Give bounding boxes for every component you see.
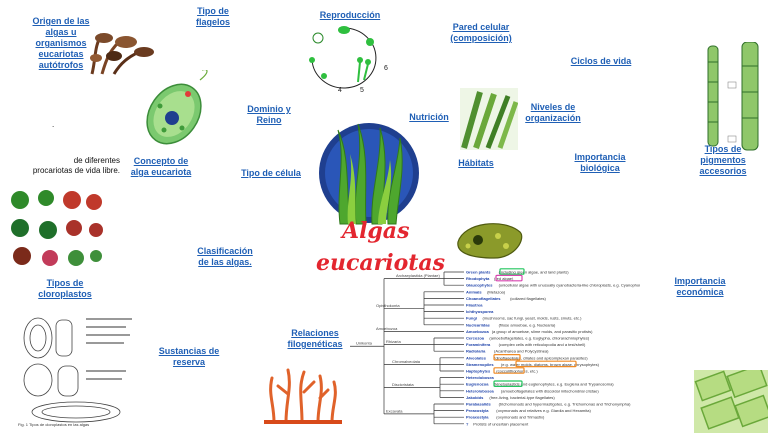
tree-taxon-label: Heterolobosea [466, 388, 495, 393]
tree-taxon-label: Alveolates [466, 355, 487, 360]
central-title-line2: eucariotas [316, 250, 446, 276]
tree-taxon-label: Stramenopiles [466, 362, 494, 367]
link-reproduccion[interactable]: Reproducción [319, 10, 381, 20]
tree-taxon-label: Parabasalids [466, 402, 491, 407]
tree-taxon-note: (free-living, bacterial-type flagellates… [489, 395, 555, 400]
tree-taxon-label: Radiolaria [466, 349, 486, 354]
tree-taxon-note: (coccolithophores, etc.) [496, 369, 538, 374]
nutrition-algae-image [460, 88, 518, 150]
chloroplast-caption: Fig. 1 Tipos de cloroplastos en las alga… [18, 422, 89, 427]
tree-taxon-label: Glaucophytes [466, 283, 493, 288]
prokaryote-note: de diferentes procariotas de vida libre. [32, 156, 120, 175]
link-concepto[interactable]: Concepto de alga eucariota [130, 156, 192, 177]
link-clasificacion[interactable]: Clasificación de las algas. [197, 246, 253, 267]
euglena-cell-image [146, 70, 208, 145]
tree-taxon-note: (amoeboflagellates, e.g. Euglypha, chlor… [489, 336, 590, 341]
tree-taxon-label: Rhodophyta [466, 276, 490, 281]
cycle-number-6: 6 [384, 65, 388, 72]
link-ciclos-vida[interactable]: Ciclos de vida [570, 56, 632, 66]
chloroplast-diagram-image: Fig. 1 Tipos de cloroplastos en las alga… [18, 317, 132, 427]
tree-taxon-note: (Acantharea and Polycystinea) [494, 349, 549, 354]
tree-highlight-box [493, 367, 525, 374]
tree-taxon-label: Jakobids [466, 395, 484, 400]
tree-taxon-label: Ichthyosporea [466, 309, 494, 314]
phylogenetic-tree: Green plants (including green algae, and … [350, 268, 640, 426]
tree-taxon-label: Preaxostyla [466, 415, 489, 420]
reproduction-cycle-image: 6 5 4 [309, 26, 388, 94]
tree-group-label: Excavata [386, 408, 403, 413]
tree-taxon-label: Cercozoa [466, 336, 485, 341]
tree-taxon-label: Animals [466, 289, 482, 294]
tree-taxon-note: (filose amoebae, e.g. Nuclearia) [499, 322, 556, 327]
tree-group-label: Amoebozoa [376, 326, 398, 331]
link-importancia-biologica[interactable]: Importancia biológica [574, 152, 626, 173]
tree-taxon-label: Choanoflagellates [466, 296, 501, 301]
tree-taxon-note: (Metazoa) [487, 289, 506, 294]
tree-taxon-label: Fungi [466, 316, 477, 321]
tree-taxon-label: Haptophytes [466, 369, 491, 374]
tree-taxon-note: (amoeboflagellates with discoidal mitoch… [501, 388, 599, 393]
tree-highlight-box [493, 380, 523, 388]
tree-taxon-note: (including green algae, and land plants) [499, 270, 570, 275]
tree-taxon-note: Protists of uncertain placement [473, 421, 529, 426]
stray-dot: . [52, 120, 55, 129]
link-origen[interactable]: Origen de las algas u organismos eucario… [32, 16, 90, 70]
link-niveles-organizacion[interactable]: Niveles de organización [525, 102, 581, 123]
link-habitats[interactable]: Hábitats [458, 158, 494, 168]
link-tipo-flagelos[interactable]: Tipo de flagelos [195, 6, 230, 27]
red-coral-algae-image [264, 368, 342, 424]
tree-group-label: Discicristata [392, 382, 414, 387]
tree-taxon-note: (dinoflagellates, ciliates and apicomple… [494, 355, 588, 360]
central-title-line1: Algas [342, 218, 410, 244]
tree-group-label: Chromalveolata [392, 359, 421, 364]
tree-taxon-label: Foraminifera [466, 342, 491, 347]
green-tissue-image [694, 370, 768, 433]
link-tipos-cloroplastos[interactable]: Tipos de cloroplastos [38, 278, 92, 299]
tree-taxon-note: (e.g. water molds, diatoms, brown algae,… [501, 362, 600, 367]
brown-algae-image [90, 33, 154, 75]
tree-highlight-box [493, 353, 521, 361]
tree-group-label: Opisthokonta [376, 303, 400, 308]
tree-taxon-note: (oxymonads and Trimastix) [496, 415, 545, 420]
link-sustancias-reserva[interactable]: Sustancias de reserva [158, 346, 220, 367]
filamentous-algae-image [707, 42, 759, 151]
tree-highlight-box [499, 268, 525, 275]
algae-samples-image [11, 190, 103, 266]
tree-taxon-note: (complex cells with reticulopodia and a … [499, 342, 586, 347]
cycle-number-4: 4 [338, 87, 342, 94]
tree-highlight-box [495, 274, 523, 282]
link-pigmentos[interactable]: Tipos de pigmentos accesorios [699, 144, 747, 176]
tree-taxon-note: (mushrooms, sac fungi, yeast, molds, rus… [483, 316, 583, 321]
tree-taxon-label: Green plants [466, 270, 491, 275]
euglena-blob-image [457, 223, 523, 259]
tree-taxon-label: Filastrea [466, 303, 483, 308]
tree-taxon-note: (kinetoplastids and euglenophytes, e.g. … [494, 382, 614, 387]
central-kelp-image [319, 123, 419, 225]
tree-taxon-label: Euglenozoa [466, 382, 489, 387]
tree-taxon-label: Heterolobosea [466, 375, 495, 380]
tree-group-label: Archaeplastida (Plantae) [396, 273, 440, 278]
tree-taxon-note: (a group of amoebae, slime molds, and pa… [492, 329, 593, 334]
tree-taxon-note: (unicellular algae with unusually cyanob… [499, 283, 640, 288]
link-nutricion[interactable]: Nutrición [409, 112, 449, 122]
tree-highlight-box [515, 360, 577, 368]
cycle-number-5: 5 [360, 87, 364, 94]
link-importancia-economica[interactable]: Importancia económica [674, 276, 726, 297]
link-pared-celular[interactable]: Pared celular (composición) [450, 22, 512, 43]
tree-taxon-note: (trichomonads and hypermastigotes, e.g. … [499, 402, 632, 407]
tree-taxon-note: (red algae) [494, 276, 514, 281]
link-dominio-reino[interactable]: Dominio y Reino [247, 104, 291, 125]
link-tipo-celula[interactable]: Tipo de célula [241, 168, 301, 178]
tree-group-label: Unikonta [356, 340, 373, 345]
link-relaciones-filogeneticas[interactable]: Relaciones filogenéticas [287, 328, 343, 349]
tree-taxon-label: Preaxostyla [466, 408, 489, 413]
tree-group-label: Rhizaria [386, 339, 401, 344]
tree-taxon-label: Nucleariidae [466, 322, 491, 327]
tree-taxon-note: (collared flagellates) [510, 296, 546, 301]
tree-taxon-note: (oxymonads and relatives e.g. Giardia an… [496, 408, 591, 413]
tree-taxon-label: Amoebozoa [466, 329, 489, 334]
tree-taxon-label: ? [466, 421, 469, 426]
